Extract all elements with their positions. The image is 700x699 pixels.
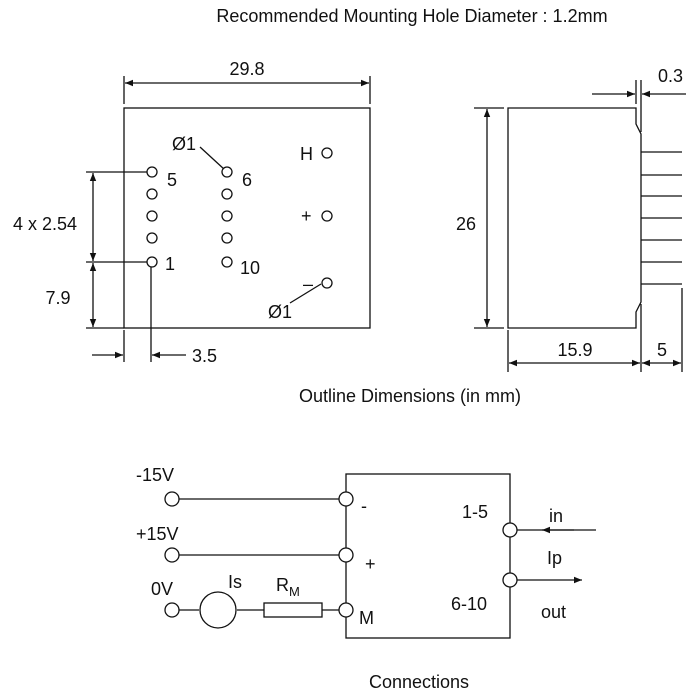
- terminal-neg15v: [164, 491, 180, 507]
- connections-caption: Connections: [369, 672, 469, 692]
- pin-length-label: 5: [657, 340, 667, 360]
- plus-pin-label: +: [365, 554, 376, 574]
- pin-hole-plus: [321, 210, 333, 222]
- connection-terminals: [164, 491, 518, 629]
- edge-to-pin1-label: 7.9: [45, 288, 70, 308]
- pin-label-plus: +: [301, 206, 312, 226]
- pin-hole-5: [146, 166, 158, 178]
- terminal-m: [338, 602, 354, 618]
- pin-hole-minus: [321, 277, 333, 289]
- pin-hole-4: [146, 188, 158, 200]
- ip-label: Ip: [547, 548, 562, 568]
- out-label: out: [541, 602, 566, 622]
- in-pins-label: 1-5: [462, 502, 488, 522]
- hole-dia-bottom-label: Ø1: [268, 302, 292, 322]
- front-body-outline: [123, 107, 371, 329]
- pin-label-6: 6: [242, 170, 252, 190]
- terminal-plus: [338, 547, 354, 563]
- minus-pin-label: -: [361, 496, 367, 516]
- terminal-minus: [338, 491, 354, 507]
- pos-supply-label: +15V: [136, 524, 179, 544]
- terminal-pos15v: [164, 547, 180, 563]
- terminal-0v: [164, 602, 180, 618]
- height-label: 26: [456, 214, 476, 234]
- pin-label-5: 5: [167, 170, 177, 190]
- resistor-rm: [263, 602, 323, 618]
- depth-label: 15.9: [557, 340, 592, 360]
- m-pin-label: M: [359, 608, 374, 628]
- pin-hole-8: [221, 210, 233, 222]
- resistor-label-sub: M: [289, 584, 300, 599]
- width-label: 29.8: [229, 59, 264, 79]
- terminal-in: [502, 522, 518, 538]
- pin-hole-9: [221, 232, 233, 244]
- pin-label-minus: –: [303, 274, 313, 294]
- pin-hole-6: [221, 166, 233, 178]
- front-view: [86, 76, 371, 362]
- left-to-pin1-label: 3.5: [192, 346, 217, 366]
- pin-holes: [146, 147, 333, 289]
- pin-hole-3: [146, 210, 158, 222]
- connections-diagram: [179, 473, 596, 639]
- pin-hole-10: [221, 256, 233, 268]
- outline-caption: Outline Dimensions (in mm): [299, 386, 521, 406]
- pin-offset-label: 0.3: [658, 66, 683, 86]
- pin-label-h: H: [300, 144, 313, 164]
- pin-hole-1: [146, 256, 158, 268]
- hole-dia-top-label: Ø1: [172, 134, 196, 154]
- side-view: [474, 80, 686, 372]
- pin-label-10: 10: [240, 258, 260, 278]
- zero-v-label: 0V: [151, 579, 173, 599]
- resistor-label: RM: [276, 575, 300, 599]
- side-body-outline: [507, 107, 642, 329]
- meter-label: Is: [228, 572, 242, 592]
- resistor-label-main: R: [276, 575, 289, 595]
- out-pins-label: 6-10: [451, 594, 487, 614]
- mounting-hole-note: Recommended Mounting Hole Diameter : 1.2…: [216, 6, 607, 26]
- meter-is: [199, 591, 237, 629]
- neg-supply-label: -15V: [136, 465, 174, 485]
- pin-hole-h: [321, 147, 333, 159]
- pitch-label: 4 x 2.54: [13, 214, 77, 234]
- pin-label-1: 1: [165, 254, 175, 274]
- pin-hole-2: [146, 232, 158, 244]
- in-label: in: [549, 506, 563, 526]
- pin-hole-7: [221, 188, 233, 200]
- terminal-out: [502, 572, 518, 588]
